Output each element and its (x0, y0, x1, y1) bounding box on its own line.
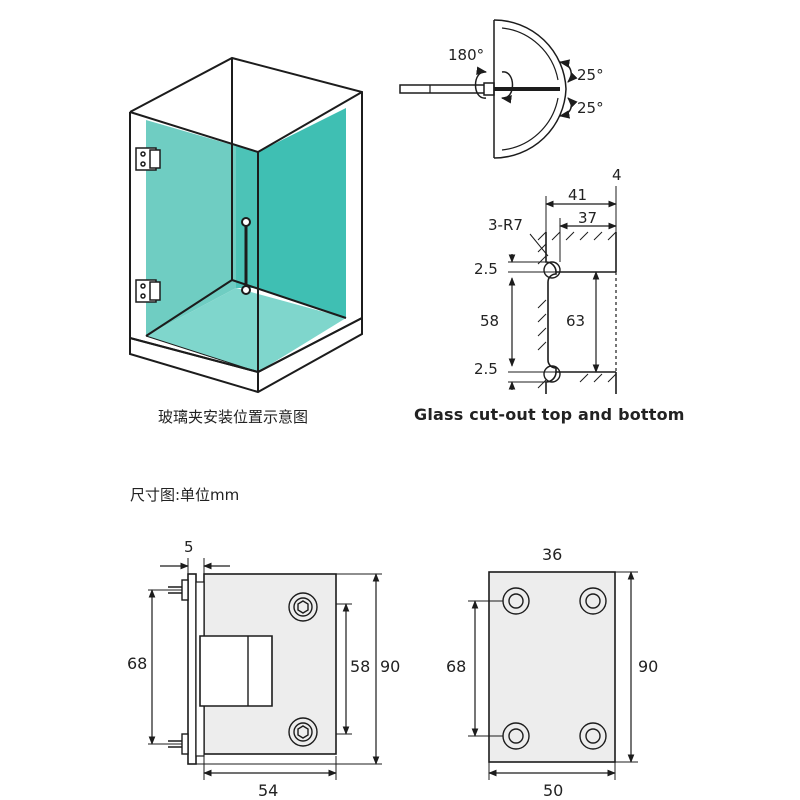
rotation-angle-label: 180° (448, 46, 484, 64)
angle-down-label: 25° (577, 99, 604, 117)
back-hole-bottom-right (579, 722, 607, 750)
back-dim-36: 36 (542, 545, 562, 564)
cutout-dim-4: 4 (612, 166, 622, 184)
side-dim-90: 90 (380, 657, 400, 676)
floor-glass-tint (146, 288, 346, 372)
bolt-bottom (288, 717, 318, 747)
hinge-flange (187, 573, 197, 765)
back-plate (488, 571, 616, 763)
unit-note: 尺寸图:单位mm (130, 486, 240, 504)
mount-screw-bottom (168, 733, 189, 755)
cutout-gap-bottom: 2.5 (474, 360, 498, 378)
cutout-dim-41: 41 (568, 186, 587, 204)
angle-up-label: 25° (577, 66, 604, 84)
angle-25-up-arrow (558, 59, 578, 83)
side-dim-58: 58 (350, 657, 370, 676)
rotation-180-arrow (474, 66, 488, 99)
angle-25-down-arrow (558, 97, 578, 119)
lower-swing-arc (493, 88, 567, 159)
hinge-barrel (199, 635, 273, 707)
right-glass-panel (258, 108, 346, 318)
door-handle (241, 217, 251, 295)
hinge-back-view (468, 571, 638, 780)
shower-enclosure-illustration (129, 56, 363, 394)
left-glass-panel (146, 120, 236, 336)
back-dim-68: 68 (446, 657, 466, 676)
cutout-diagram (508, 186, 617, 394)
cutout-dim-37: 37 (578, 209, 597, 227)
side-dim-68: 68 (127, 654, 147, 673)
rotation-diagram (399, 19, 578, 159)
cutout-caption: Glass cut-out top and bottom (414, 405, 685, 424)
hinge-top (135, 147, 161, 171)
hinge-bottom (135, 279, 161, 303)
upper-swing-arc (493, 19, 567, 90)
cutout-gap-top: 2.5 (474, 260, 498, 278)
back-dim-90: 90 (638, 657, 658, 676)
glass-edge-view (399, 84, 493, 94)
cutout-dim-63: 63 (566, 312, 585, 330)
back-hole-top-right (579, 587, 607, 615)
bolt-top (288, 592, 318, 622)
side-dim-54: 54 (258, 781, 278, 800)
cutout-dim-58: 58 (480, 312, 499, 330)
back-dim-50: 50 (543, 781, 563, 800)
cutout-radius: 3-R7 (488, 216, 523, 234)
side-dim-5: 5 (184, 538, 194, 556)
install-diagram-caption: 玻璃夹安装位置示意图 (158, 408, 309, 426)
hinge-side-view (148, 558, 382, 780)
back-glass-panel (236, 146, 258, 288)
cutout-profile (545, 232, 557, 394)
